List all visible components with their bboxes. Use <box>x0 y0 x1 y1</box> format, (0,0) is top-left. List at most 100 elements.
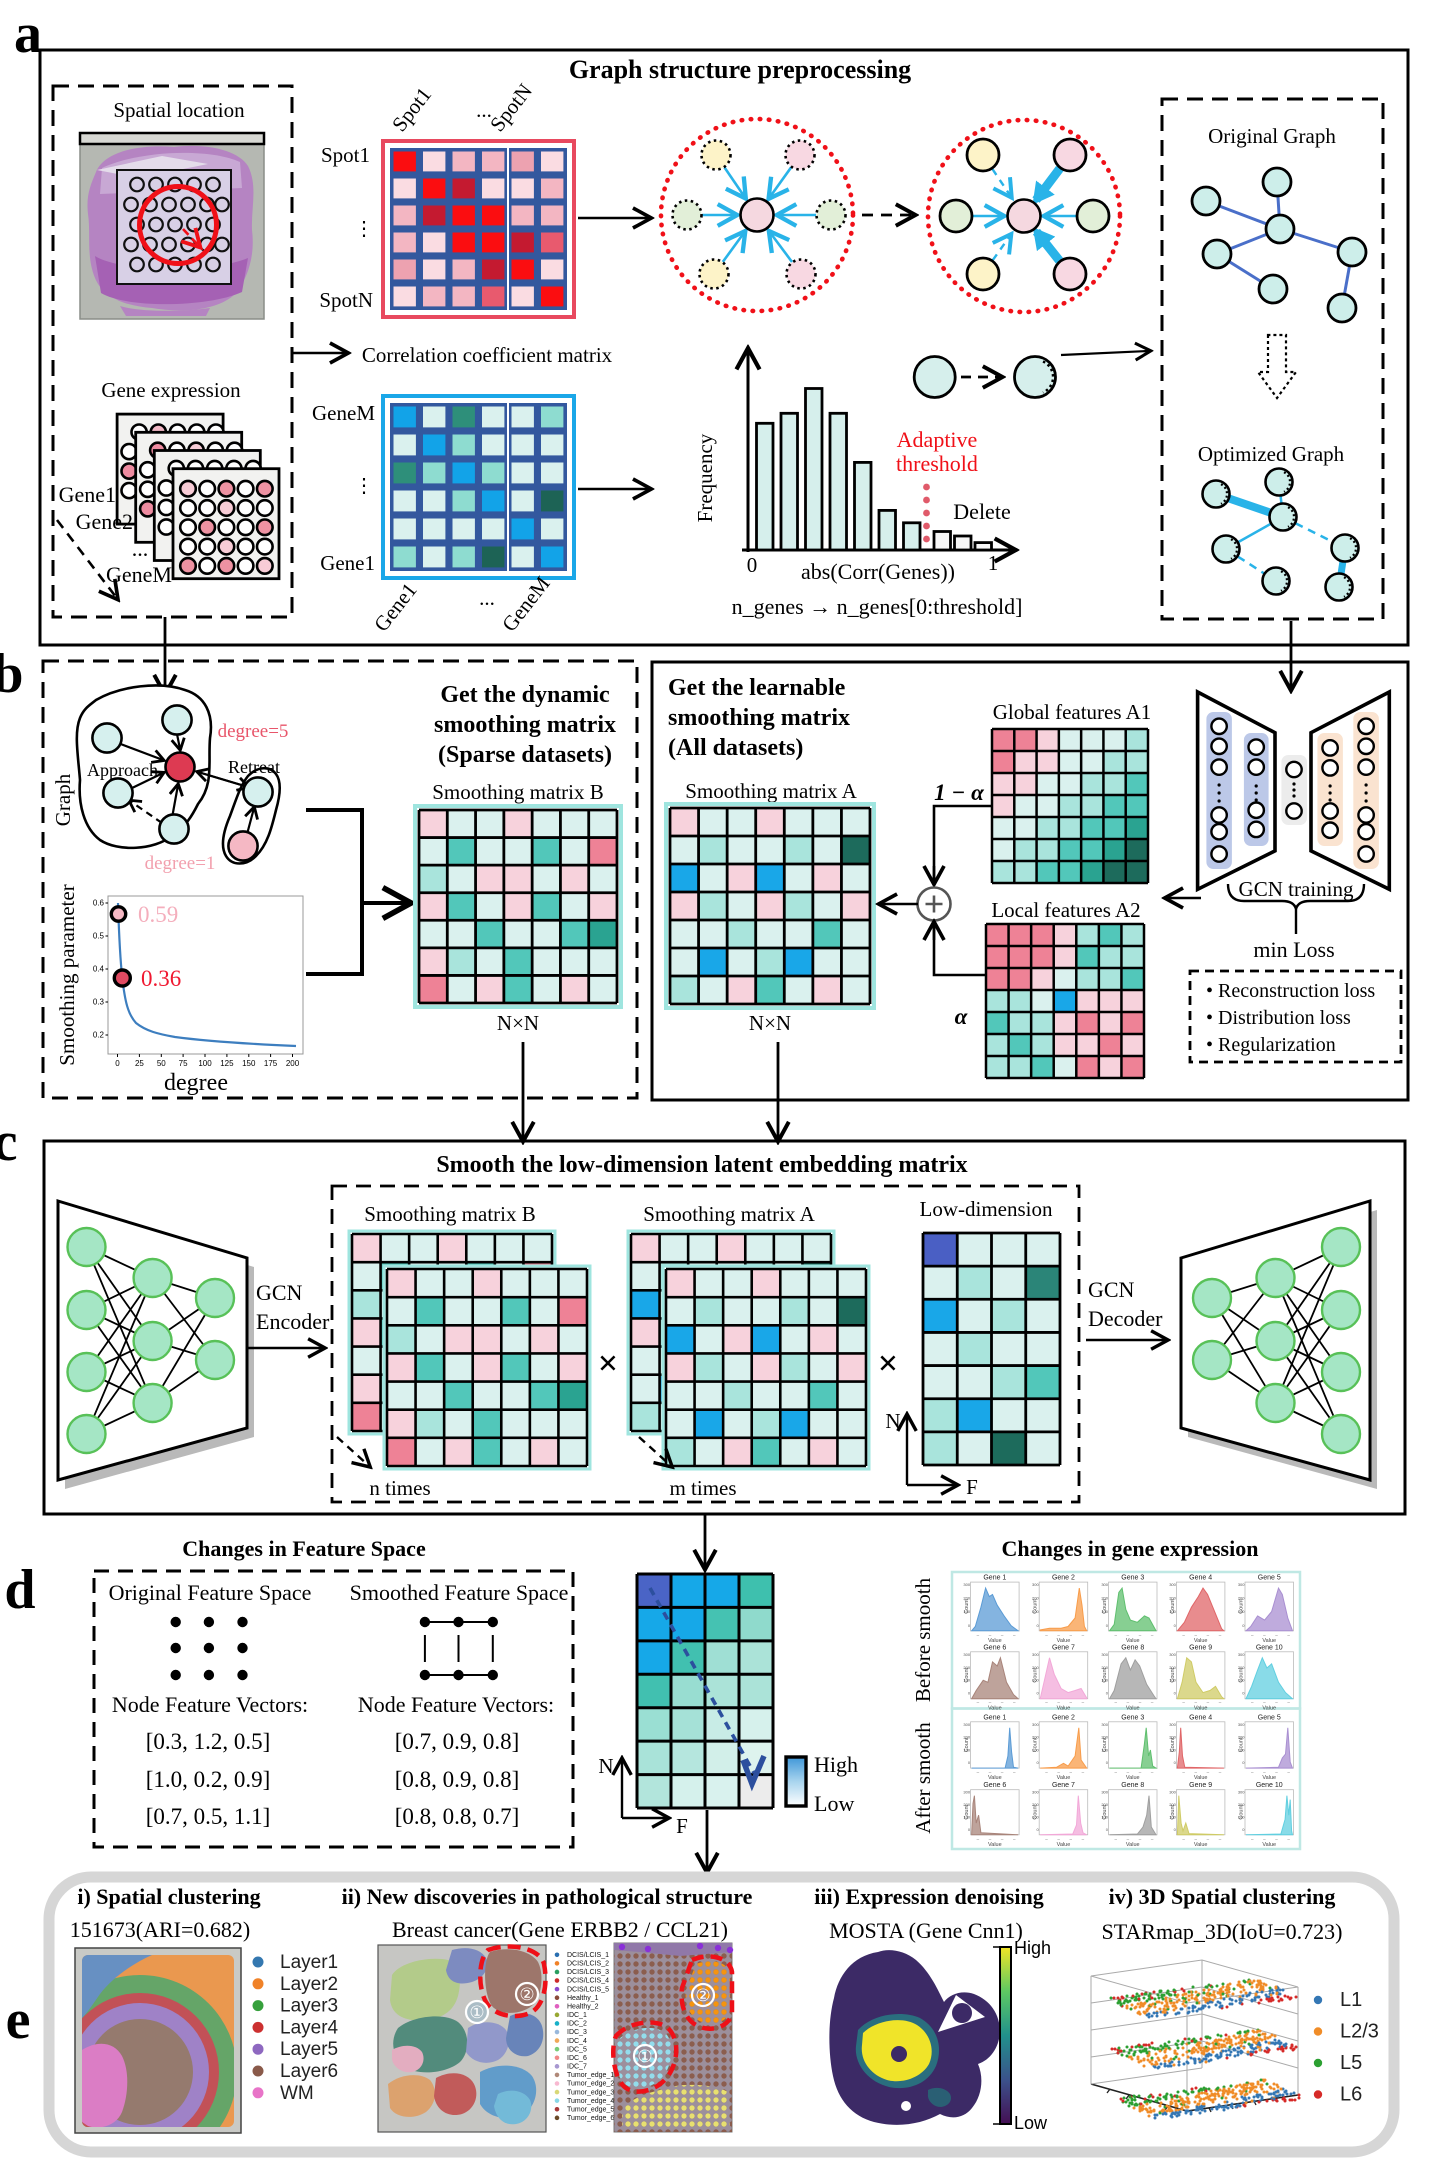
svg-text:–: – <box>1069 1700 1072 1705</box>
svg-text:–: – <box>1182 1700 1185 1705</box>
svg-text:Low: Low <box>814 1791 854 1816</box>
svg-text:• Reconstruction loss: • Reconstruction loss <box>1206 980 1375 1002</box>
svg-text:Value: Value <box>1126 1775 1140 1781</box>
svg-text:Value: Value <box>988 1638 1002 1644</box>
svg-text:–: – <box>1069 1770 1072 1775</box>
svg-text:–: – <box>1151 1700 1154 1705</box>
svg-text:–: – <box>989 1770 992 1775</box>
svg-text:100: 100 <box>1169 1609 1176 1614</box>
svg-text:ii) New discoveries in patholo: ii) New discoveries in pathological stru… <box>342 1884 753 1909</box>
svg-text:–: – <box>989 1632 992 1637</box>
svg-text:GeneM: GeneM <box>312 401 375 425</box>
svg-text:N×N: N×N <box>749 1011 791 1035</box>
svg-text:300: 300 <box>1238 1582 1245 1587</box>
svg-text:• Regularization: • Regularization <box>1206 1034 1336 1056</box>
svg-text:300: 300 <box>1238 1790 1245 1795</box>
svg-text:IDC_5: IDC_5 <box>567 2046 587 2053</box>
svg-text:–: – <box>977 1632 980 1637</box>
svg-text:100: 100 <box>963 1678 970 1683</box>
svg-text:SpotN: SpotN <box>485 79 537 136</box>
svg-text:[0.7, 0.9, 0.8]: [0.7, 0.9, 0.8] <box>395 1729 520 1754</box>
svg-text:Value: Value <box>1194 1706 1208 1712</box>
svg-text:GCN training: GCN training <box>1239 877 1354 901</box>
svg-text:–: – <box>1013 1836 1016 1841</box>
svg-text:Count: Count <box>1102 1667 1108 1682</box>
svg-text:• Distribution loss: • Distribution loss <box>1206 1007 1351 1029</box>
svg-text:–: – <box>1139 1836 1142 1841</box>
svg-text:Graph: Graph <box>51 773 75 826</box>
svg-text:0: 0 <box>1106 1691 1109 1696</box>
svg-text:–: – <box>1287 1632 1290 1637</box>
svg-text:Node Feature Vectors:: Node Feature Vectors: <box>112 1692 308 1717</box>
svg-text:⋮: ⋮ <box>354 475 374 497</box>
svg-text:–: – <box>1115 1770 1118 1775</box>
svg-text:②: ② <box>695 1986 710 2005</box>
svg-text:0: 0 <box>747 553 758 577</box>
svg-text:Approach: Approach <box>87 760 158 780</box>
svg-text:0: 0 <box>1106 1827 1109 1832</box>
svg-text:25: 25 <box>135 1059 144 1068</box>
svg-text:0: 0 <box>968 1827 971 1832</box>
svg-text:Changes in gene expression: Changes in gene expression <box>1002 1536 1259 1561</box>
svg-text:–: – <box>1207 1700 1210 1705</box>
svg-text:0.6: 0.6 <box>93 899 105 908</box>
svg-text:Count: Count <box>1170 1737 1176 1752</box>
svg-text:Gene1: Gene1 <box>369 578 422 636</box>
svg-text:Spot1: Spot1 <box>321 143 370 167</box>
svg-text:Healthy_1: Healthy_1 <box>567 1995 599 2002</box>
svg-text:threshold: threshold <box>896 451 978 476</box>
svg-text:Value: Value <box>1262 1842 1276 1848</box>
svg-text:Value: Value <box>1194 1638 1208 1644</box>
svg-text:Value: Value <box>988 1706 1002 1712</box>
svg-text:–: – <box>1263 1632 1266 1637</box>
svg-text:abs(Corr(Genes)): abs(Corr(Genes)) <box>801 559 955 584</box>
svg-text:Smoothing matrix A: Smoothing matrix A <box>685 779 857 803</box>
svg-text:IDC_3: IDC_3 <box>567 2029 587 2036</box>
svg-text:Gene 8: Gene 8 <box>1121 1782 1144 1789</box>
svg-text:After smooth: After smooth <box>911 1722 935 1834</box>
svg-text:100: 100 <box>1169 1678 1176 1683</box>
svg-text:Count: Count <box>1239 1804 1245 1819</box>
svg-text:Get the learnable: Get the learnable <box>668 675 846 701</box>
svg-text:degree=1: degree=1 <box>145 853 216 874</box>
svg-text:100: 100 <box>1169 1814 1176 1819</box>
svg-text:GCN: GCN <box>256 1280 303 1305</box>
svg-text:300: 300 <box>1169 1582 1176 1587</box>
svg-text:100: 100 <box>963 1747 970 1752</box>
svg-text:100: 100 <box>1032 1678 1039 1683</box>
svg-text:100: 100 <box>963 1814 970 1819</box>
svg-text:–: – <box>1195 1632 1198 1637</box>
svg-text:Count: Count <box>1033 1599 1039 1614</box>
svg-text:Value: Value <box>1262 1775 1276 1781</box>
svg-text:Gene 9: Gene 9 <box>1189 1782 1212 1789</box>
svg-text:[0.3, 1.2, 0.5]: [0.3, 1.2, 0.5] <box>146 1729 271 1754</box>
svg-text:–: – <box>1207 1770 1210 1775</box>
svg-text:①: ① <box>637 2047 652 2066</box>
svg-text:Tumor_edge_3: Tumor_edge_3 <box>567 2089 614 2096</box>
svg-text:[0.7, 0.5, 1.1]: [0.7, 0.5, 1.1] <box>146 1804 271 1829</box>
svg-text:300: 300 <box>1169 1790 1176 1795</box>
svg-text:–: – <box>977 1836 980 1841</box>
svg-text:smoothing matrix: smoothing matrix <box>668 705 850 731</box>
svg-text:300: 300 <box>1101 1652 1108 1657</box>
svg-text:α: α <box>955 1004 969 1029</box>
svg-text:Count: Count <box>1239 1667 1245 1682</box>
svg-text:IDC_2: IDC_2 <box>567 2021 587 2028</box>
svg-text:Count: Count <box>964 1804 970 1819</box>
svg-text:–: – <box>1195 1700 1198 1705</box>
svg-text:degree: degree <box>164 1070 228 1096</box>
svg-text:0: 0 <box>1174 1623 1177 1628</box>
svg-text:m times: m times <box>669 1476 736 1500</box>
svg-text:200: 200 <box>1238 1665 1245 1670</box>
svg-text:200: 200 <box>1032 1665 1039 1670</box>
svg-text:–: – <box>1001 1836 1004 1841</box>
svg-text:Gene 10: Gene 10 <box>1256 1644 1283 1651</box>
svg-text:[0.8, 0.9, 0.8]: [0.8, 0.9, 0.8] <box>395 1767 520 1792</box>
svg-text:–: – <box>1139 1770 1142 1775</box>
svg-text:–: – <box>1139 1632 1142 1637</box>
svg-text:0: 0 <box>1242 1760 1245 1765</box>
svg-text:0: 0 <box>1036 1691 1039 1696</box>
svg-text:d: d <box>4 1559 35 1621</box>
svg-text:L2/3: L2/3 <box>1340 2021 1379 2043</box>
svg-text:–: – <box>1219 1836 1222 1841</box>
